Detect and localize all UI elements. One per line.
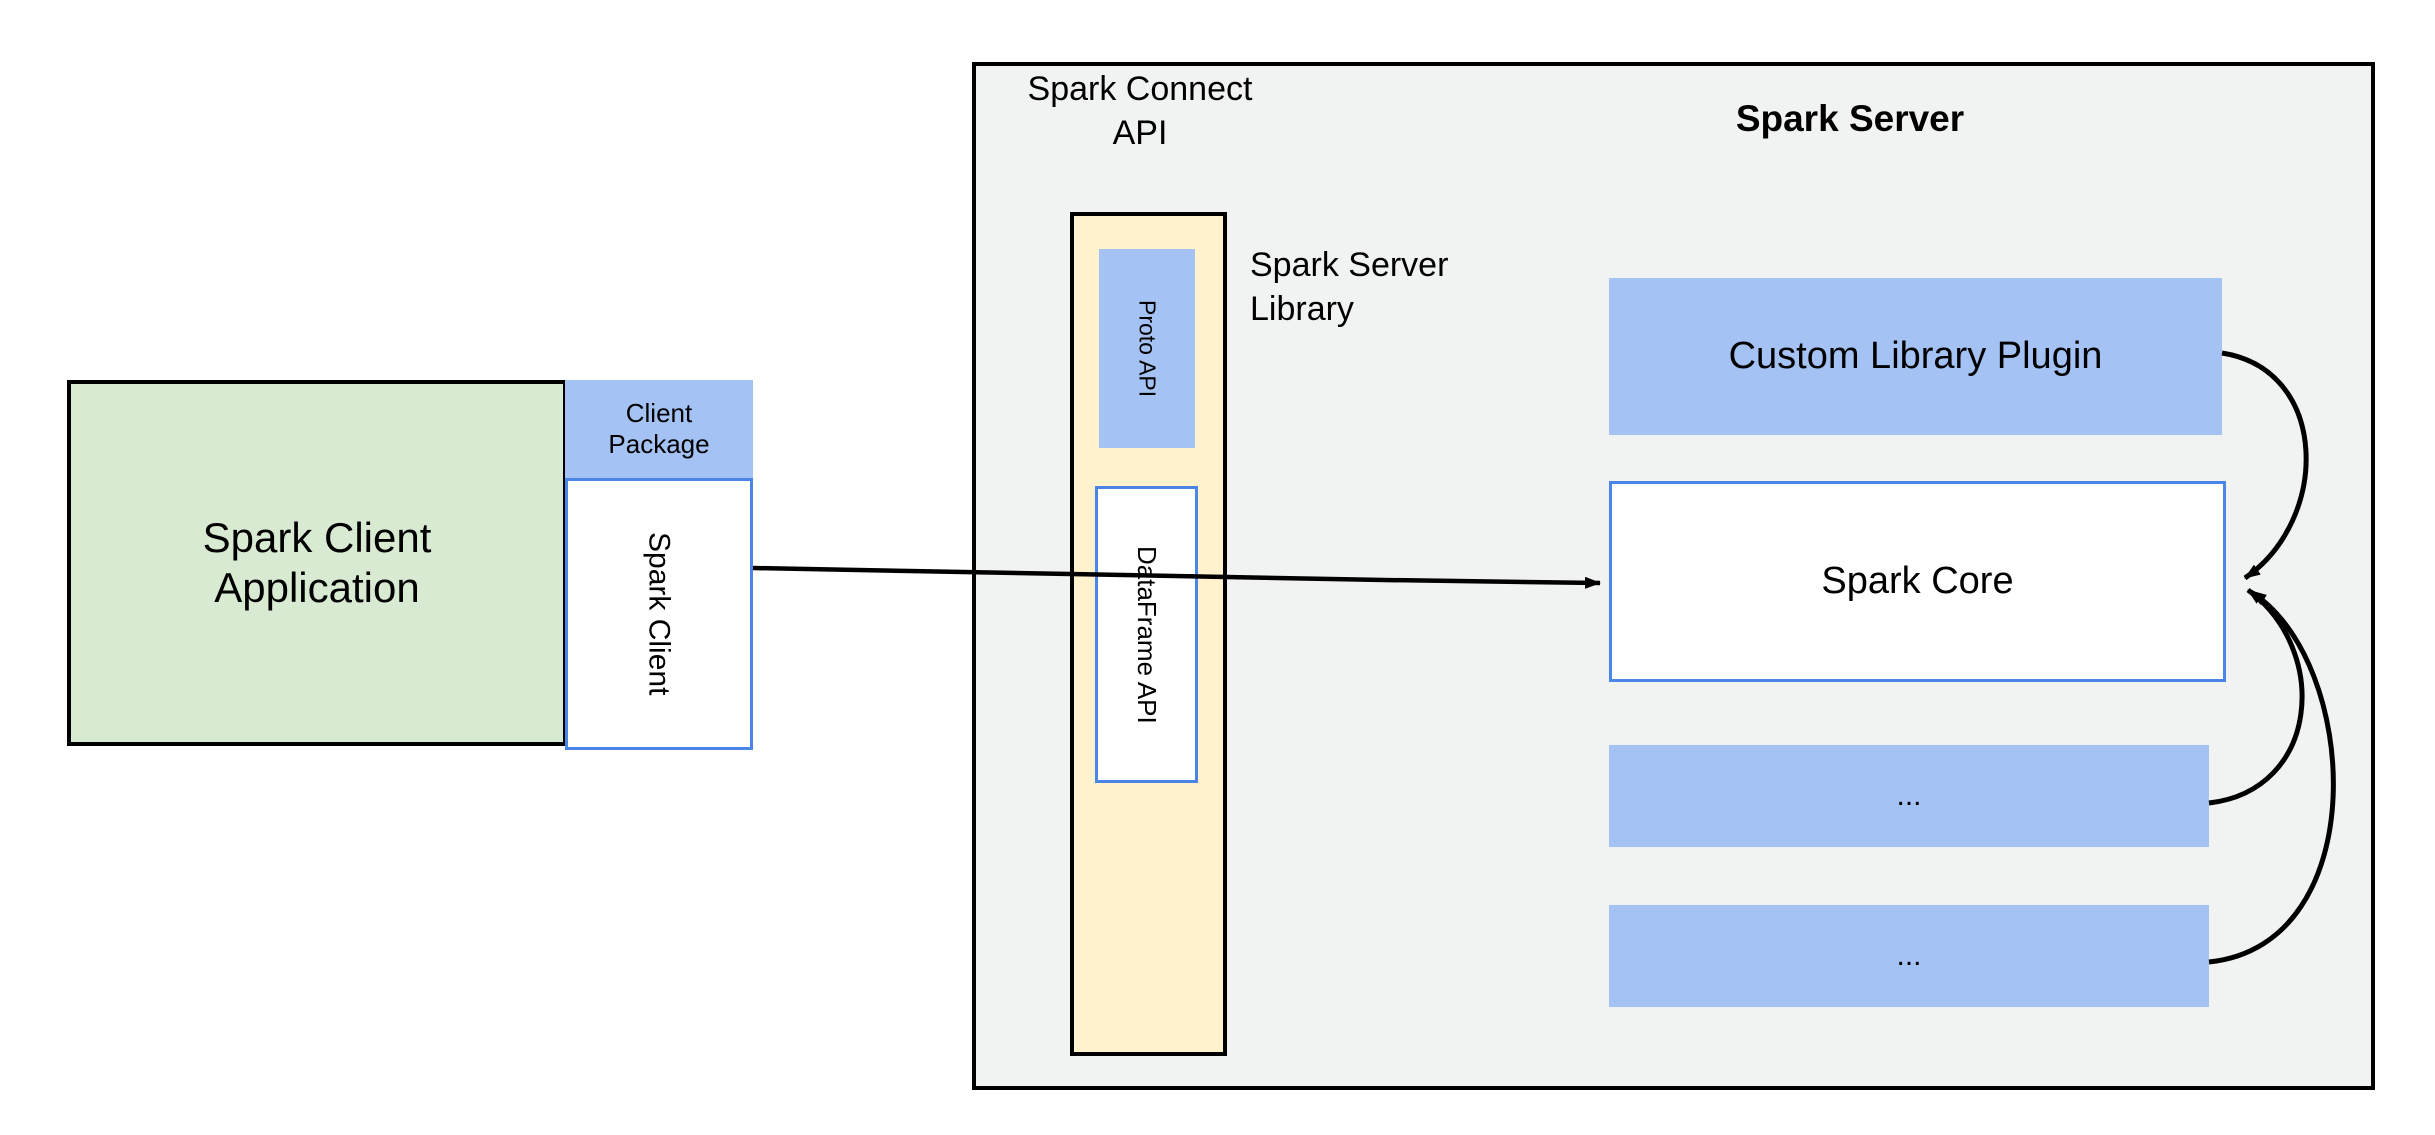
custom-library-plugin-label: Custom Library Plugin (1728, 335, 2103, 378)
spark-server-title: Spark Server (1735, 98, 1965, 139)
dataframe-api-label: DataFrame API (1131, 545, 1162, 724)
proto-api-label: Proto API (1134, 299, 1161, 398)
spark-client-application-label-line2: Application (214, 564, 420, 611)
spark-connect-api-label: Spark Connect API (1000, 68, 1280, 155)
spark-server-library-label-line1: Spark Server (1250, 246, 1449, 284)
spark-client-application-label-line1: Spark Client (202, 514, 432, 562)
spark-client-application-box: Spark Client Application (67, 380, 567, 746)
spark-client-label: Spark Client (642, 532, 676, 696)
ellipsis-label-1: ... (1896, 779, 1922, 813)
client-package-label-line1: Client (625, 398, 693, 429)
proto-api-box: Proto API (1099, 249, 1195, 448)
ellipsis-box-1: ... (1609, 745, 2209, 847)
spark-server-library-label: Spark Server Library (1250, 244, 1580, 331)
dataframe-api-box: DataFrame API (1095, 486, 1198, 783)
spark-connect-api-label-line2: API (1112, 113, 1168, 152)
ellipsis-box-2: ... (1609, 905, 2209, 1007)
spark-client-box: Spark Client (565, 478, 753, 750)
spark-core-label: Spark Core (1821, 560, 2014, 603)
spark-connect-api-label-line1: Spark Connect (1027, 70, 1253, 108)
spark-core-box: Spark Core (1609, 481, 2226, 682)
spark-server-library-label-line2: Library (1250, 289, 1354, 328)
ellipsis-label-2: ... (1896, 939, 1922, 973)
client-package-box: Client Package (565, 380, 753, 478)
client-package-label-line2: Package (608, 429, 710, 459)
custom-library-plugin-box: Custom Library Plugin (1609, 278, 2222, 435)
